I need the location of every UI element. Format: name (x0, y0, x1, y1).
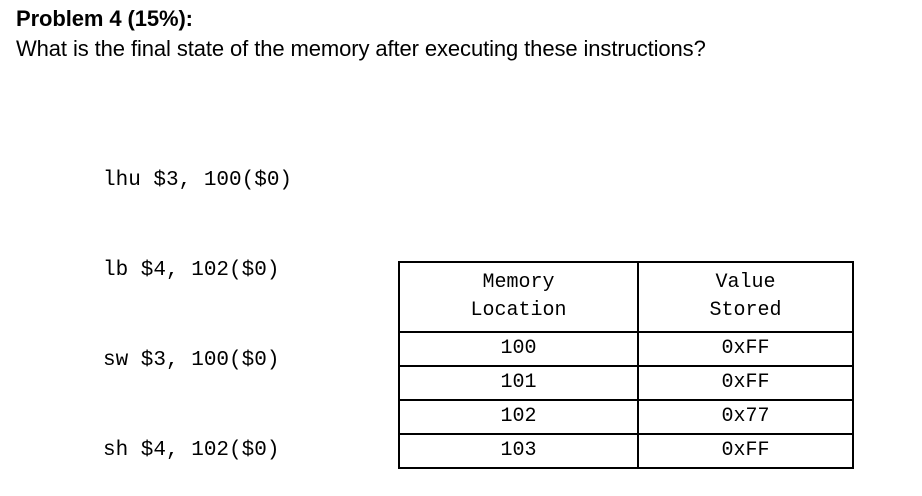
code-line: sw $3, 100($0) (103, 349, 280, 372)
cell-value-stored: 0xFF (637, 365, 854, 401)
table-header-row: Memory Location Value Stored (398, 261, 854, 333)
table-row: 100 0xFF (398, 331, 854, 367)
cell-memory-location: 101 (398, 365, 639, 401)
cell-value-stored: 0xFF (637, 331, 854, 367)
memory-table: Memory Location Value Stored 100 0xFF 10… (398, 261, 854, 469)
table-row: 102 0x77 (398, 399, 854, 435)
problem-heading: Problem 4 (15%): What is the final state… (16, 4, 916, 64)
column-header-line2: Stored (709, 299, 782, 322)
code-line: lhu $3, 100($0) (103, 169, 293, 192)
page-title: Problem 4 (15%): (16, 6, 193, 31)
column-header-line1: Memory (482, 271, 555, 294)
assembly-code-block: lhu $3, 100($0) lb $4, 102($0) sw $3, 10… (103, 106, 292, 496)
cell-memory-location: 102 (398, 399, 639, 435)
column-header-memory-location: Memory Location (398, 261, 639, 333)
column-header-line2: Location (470, 299, 567, 322)
column-header-line1: Value (715, 271, 776, 294)
code-line: sh $4, 102($0) (103, 439, 280, 462)
table-row: 103 0xFF (398, 433, 854, 469)
cell-value-stored: 0x77 (637, 399, 854, 435)
problem-question-text: What is the final state of the memory af… (16, 36, 706, 61)
code-line: lb $4, 102($0) (103, 259, 280, 282)
cell-memory-location: 100 (398, 331, 639, 367)
cell-memory-location: 103 (398, 433, 639, 469)
memory-table-container: Memory Location Value Stored 100 0xFF 10… (398, 261, 854, 469)
table-row: 101 0xFF (398, 365, 854, 401)
cell-value-stored: 0xFF (637, 433, 854, 469)
column-header-value-stored: Value Stored (637, 261, 854, 333)
